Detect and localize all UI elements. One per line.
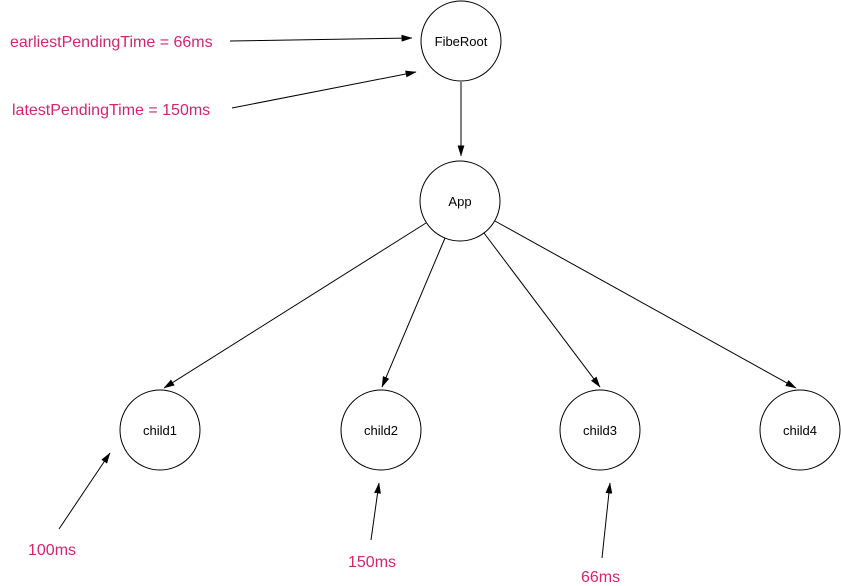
node-child2: child2 (340, 389, 422, 471)
node-app-circle (419, 160, 501, 242)
node-app: App (419, 160, 501, 242)
annotation-latest-pending-time: latestPendingTime = 150ms (12, 102, 210, 119)
annotation-child2-time: 150ms (348, 554, 396, 571)
node-child4-circle (759, 389, 841, 471)
node-child2-circle (340, 389, 422, 471)
annotation-child1-time: 100ms (28, 542, 76, 559)
node-child3-label: child3 (583, 423, 617, 438)
node-child3-circle (559, 389, 641, 471)
arrow-66ms-to-child3 (601, 482, 613, 559)
edge-app-child2 (381, 237, 446, 388)
edge-app-child1 (163, 222, 427, 389)
node-fiberoot-label: FibeRoot (435, 34, 488, 49)
arrow-earliest-pending-to-fiberoot (229, 34, 413, 42)
annotation-child3-time: 66ms (581, 569, 620, 586)
node-child2-label: child2 (364, 423, 398, 438)
node-child1: child1 (119, 389, 201, 471)
node-fiberoot: FibeRoot (420, 0, 502, 82)
node-fiberoot-circle (420, 0, 502, 82)
annotation-earliest-pending-time: earliestPendingTime = 66ms (10, 34, 213, 51)
arrow-latest-pending-to-fiberoot (231, 70, 417, 109)
node-child4-label: child4 (783, 423, 817, 438)
node-child4: child4 (759, 389, 841, 471)
node-child1-circle (119, 389, 201, 471)
node-app-label: App (448, 194, 471, 209)
arrow-100ms-to-child1 (58, 452, 111, 530)
node-child3: child3 (559, 389, 641, 471)
edge-app-child4 (494, 220, 797, 389)
node-child1-label: child1 (143, 423, 177, 438)
edge-app-child3 (483, 232, 601, 388)
arrow-150ms-to-child2 (370, 482, 381, 541)
